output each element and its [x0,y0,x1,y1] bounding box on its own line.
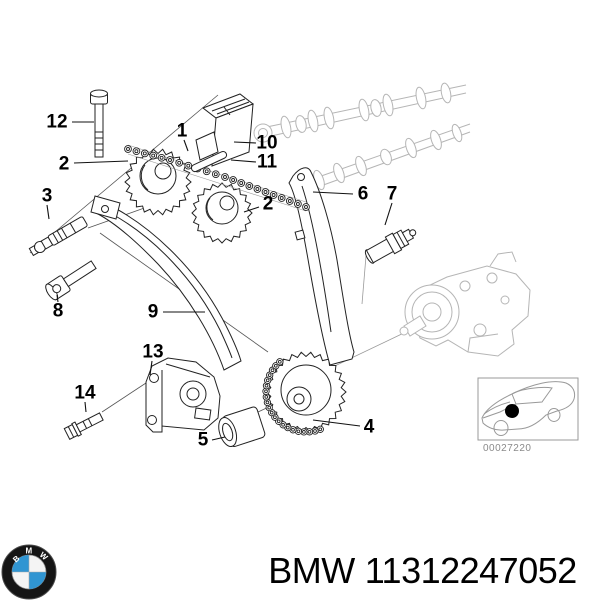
bolt-14 [63,412,104,441]
callout-13: 13 [142,341,164,363]
callout-2-right: 2 [262,193,274,215]
gasket-11 [190,150,228,173]
callout-12: 12 [46,111,68,133]
callout-1: 1 [176,120,188,142]
guide-rail-9 [90,195,242,371]
callout-6: 6 [357,183,369,205]
leader-lines [46,121,393,441]
bmw-roundel-icon: B M W [1,544,57,600]
bolt-12 [90,89,108,158]
brand-text: BMW [268,550,355,591]
thumbnail-caption: 00027220 [483,443,532,454]
tensioner-housing-13 [145,357,221,433]
callout-9: 9 [147,301,159,323]
stud-3 [28,216,88,257]
guide-block-10 [195,93,255,167]
camshaft-lower [297,123,471,196]
callout-10: 10 [256,132,278,154]
location-dot [505,404,519,418]
sensor-7 [364,228,417,264]
footer-part-line: BMW 11312247052 [250,550,595,591]
callout-3: 3 [41,185,53,207]
callout-2-left: 2 [58,153,70,175]
callout-4: 4 [363,416,375,438]
sprocket-2-right [191,182,253,244]
callout-8: 8 [52,300,64,322]
car-thumbnail: 00027220 [477,377,579,454]
logo-letter-w: W [38,550,50,562]
part-number-text: 11312247052 [364,550,578,591]
callout-14: 14 [74,382,96,404]
callout-5: 5 [197,429,209,451]
callout-7: 7 [386,183,398,205]
bushing-5 [218,406,266,448]
tensioner-rail-6 [288,167,355,366]
timing-chain-lower [262,358,324,436]
logo-letter-m: M [26,547,33,556]
sprocket-2-left [124,148,192,216]
bolt-8 [45,260,97,301]
logo-letter-b: B [11,554,21,565]
camshaft-upper [253,82,467,143]
injection-pump [399,251,531,357]
callout-11: 11 [256,151,278,173]
car-outline [481,381,576,436]
sprocket-4 [265,351,347,433]
